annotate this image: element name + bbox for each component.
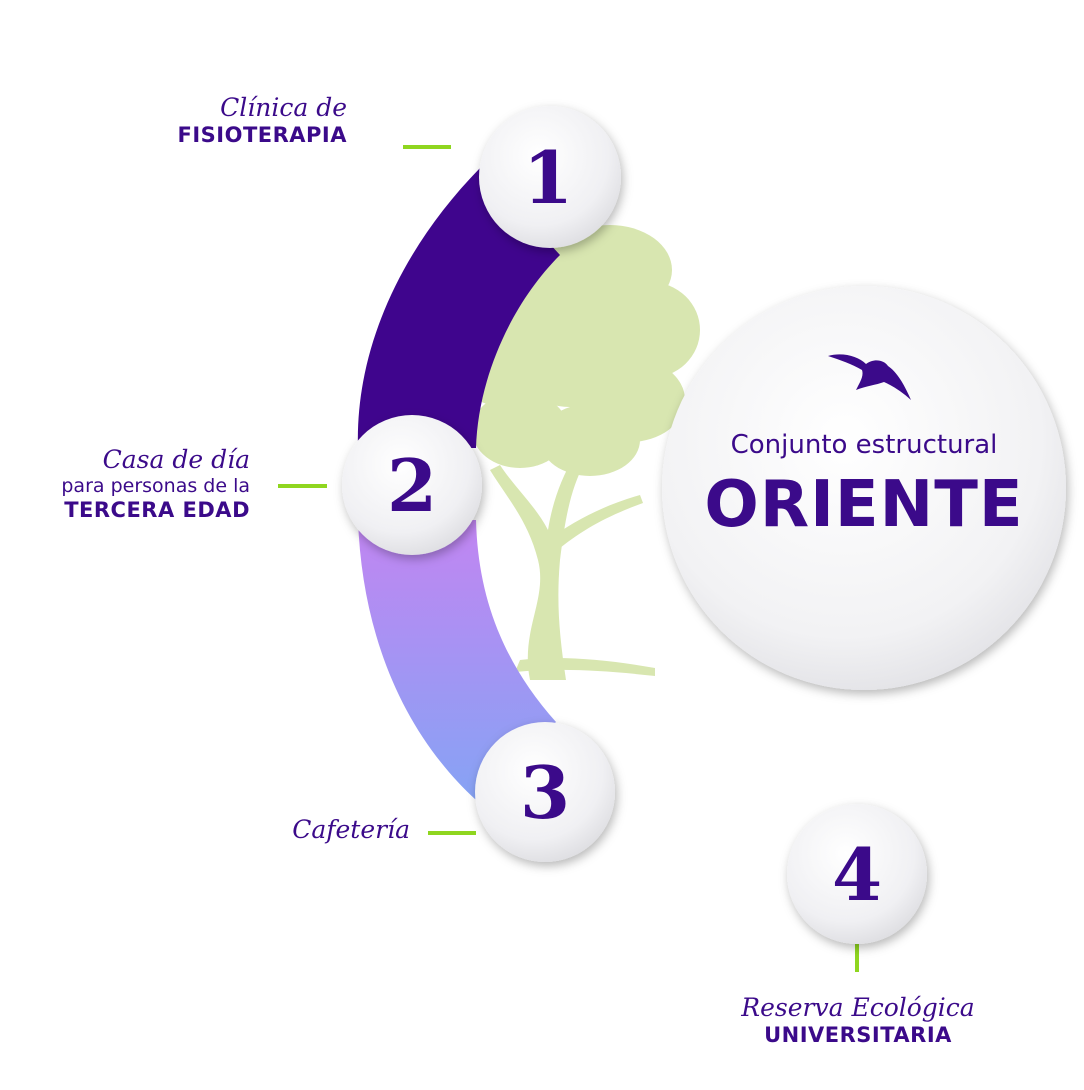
center-text: Conjunto estructural ORIENTE xyxy=(662,430,1066,542)
bird-icon xyxy=(828,354,911,400)
step-4-label: Reserva Ecológica UNIVERSITARIA xyxy=(700,993,1016,1048)
step-2-label-line3: TERCERA EDAD xyxy=(64,497,250,522)
step-2-node: 2 xyxy=(342,415,482,555)
step-3-label-line1: Cafetería xyxy=(292,815,410,844)
step-4-label-line2: UNIVERSITARIA xyxy=(764,1023,952,1047)
step-1-label-line2: FISIOTERAPIA xyxy=(177,123,347,147)
step-3-number: 3 xyxy=(520,750,570,835)
step-1-label-line1: Clínica de xyxy=(220,93,347,122)
center-subtitle: Conjunto estructural xyxy=(730,430,998,460)
step-3-node: 3 xyxy=(475,722,615,862)
arc-light-segment xyxy=(358,520,556,800)
step-3-label: Cafetería xyxy=(292,815,410,845)
tree-icon xyxy=(455,215,700,680)
center-title: ORIENTE xyxy=(704,468,1024,542)
step-4-label-line1: Reserva Ecológica xyxy=(741,993,975,1022)
step-1-number: 1 xyxy=(523,135,573,220)
step-2-label: Casa de día para personas de la TERCERA … xyxy=(61,445,250,523)
step-2-label-line1: Casa de día xyxy=(102,445,250,474)
step-2-number: 2 xyxy=(387,443,437,528)
step-2-label-line2: para personas de la xyxy=(61,475,250,497)
step-4-number: 4 xyxy=(832,832,882,917)
center-circle xyxy=(662,286,1066,690)
step-1-node: 1 xyxy=(479,106,621,248)
arc-dark-segment xyxy=(357,168,560,448)
step-1-label: Clínica de FISIOTERAPIA xyxy=(178,93,348,148)
step-4-node: 4 xyxy=(787,804,927,944)
